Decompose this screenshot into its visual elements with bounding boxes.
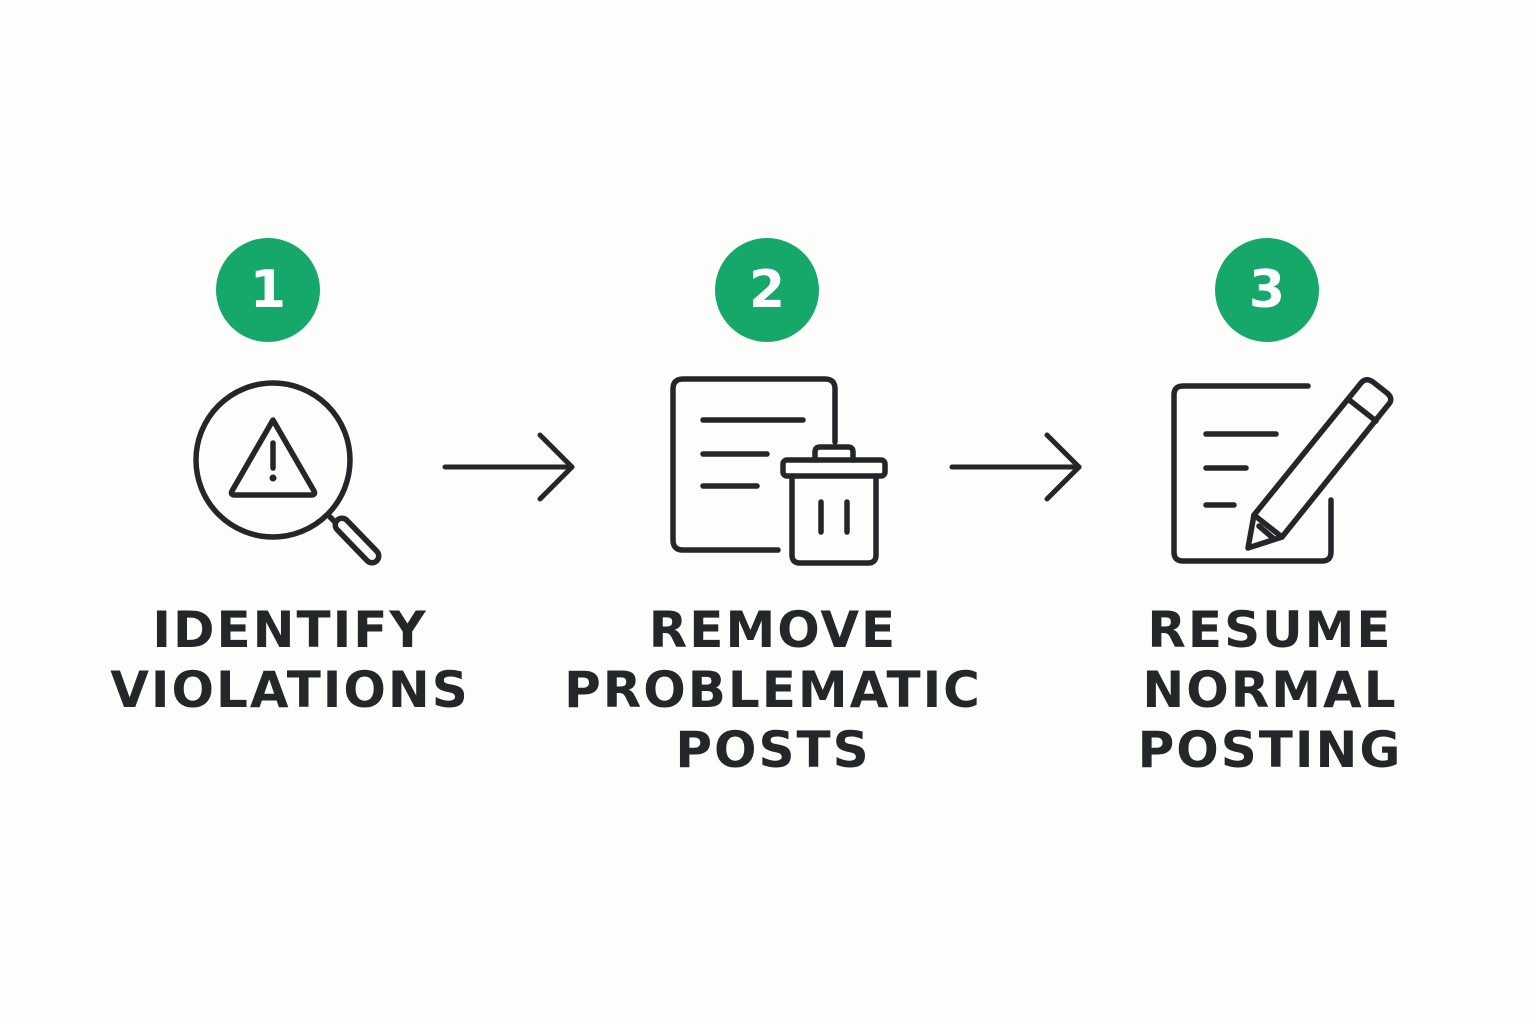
- magnifier-warning-icon: [193, 380, 382, 566]
- step-1-label: IDENTIFY VIOLATIONS: [80, 600, 500, 720]
- step-2-badge: 2: [715, 238, 819, 342]
- document-pencil-icon: [1171, 377, 1394, 564]
- step-3-label-line-2: NORMAL: [1142, 661, 1398, 719]
- step-1-label-line-1: IDENTIFY: [152, 601, 428, 659]
- step-1-label-line-2: VIOLATIONS: [110, 661, 470, 719]
- step-2-label: REMOVE PROBLEMATIC POSTS: [563, 600, 983, 780]
- step-3-label-line-1: RESUME: [1147, 601, 1393, 659]
- step-3-number: 3: [1248, 260, 1286, 320]
- step-2-label-line-3: POSTS: [675, 721, 871, 779]
- arrow-right-icon: [442, 432, 575, 502]
- step-2-label-line-1: REMOVE: [648, 601, 898, 659]
- step-1-badge: 1: [216, 238, 320, 342]
- step-1-number: 1: [249, 260, 287, 320]
- step-3-label: RESUME NORMAL POSTING: [1060, 600, 1480, 780]
- step-3-label-line-3: POSTING: [1137, 721, 1403, 779]
- step-2-number: 2: [748, 260, 786, 320]
- arrow-right-icon: [949, 432, 1082, 502]
- step-2-label-line-2: PROBLEMATIC: [564, 661, 982, 719]
- step-3-badge: 3: [1215, 238, 1319, 342]
- document-trash-icon: [670, 376, 888, 566]
